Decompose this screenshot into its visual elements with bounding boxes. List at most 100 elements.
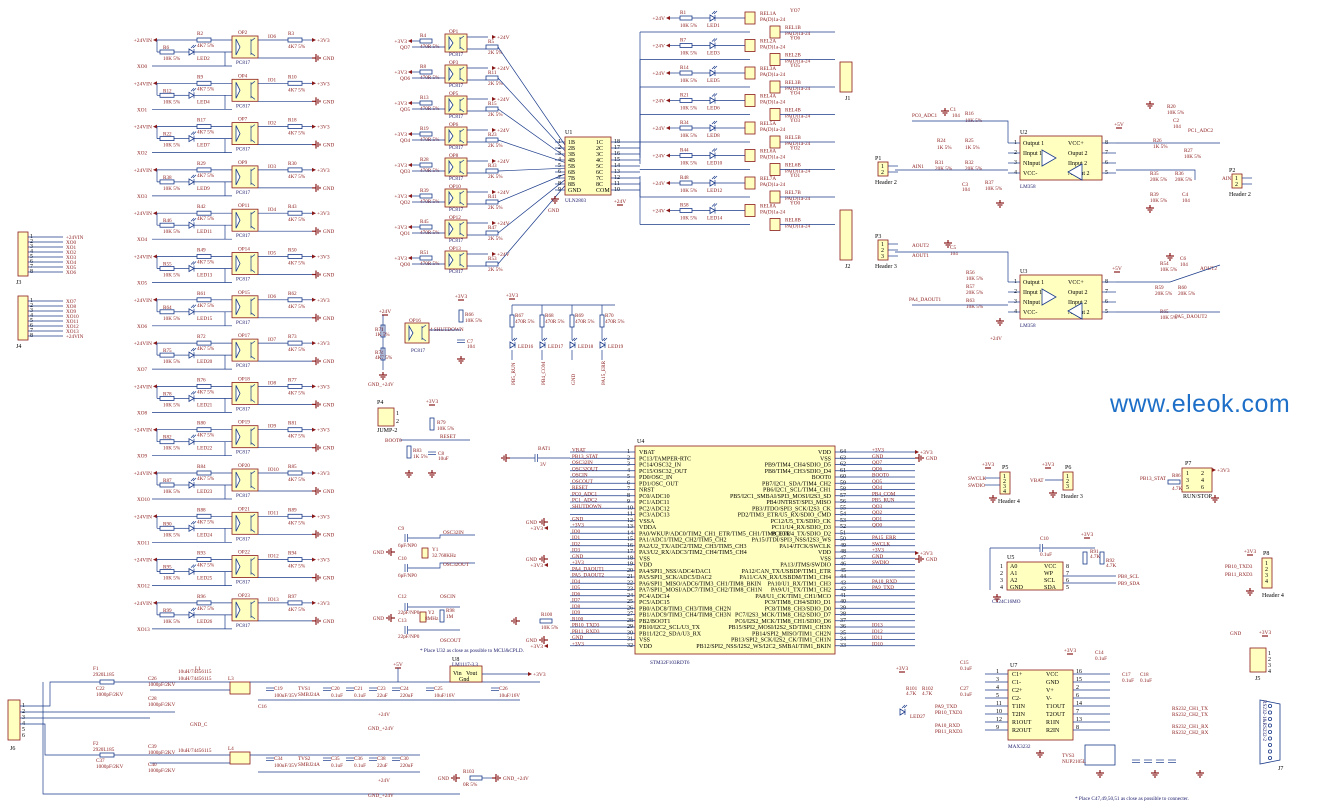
ground-symbol: GND xyxy=(312,573,334,582)
relay-part: PA(D)1a-24 xyxy=(760,99,786,106)
resistor xyxy=(485,137,499,143)
resistor-value: 470R 5% xyxy=(605,319,625,325)
resistor-value: 470R 5% xyxy=(545,319,565,325)
rs232-net: PB11_RXD3 xyxy=(935,729,963,735)
analog-label: AOUT1 xyxy=(912,253,929,259)
eeprom-section: C100.1uF+3V3R914.7KR924.7KU5CS24C16MOA01… xyxy=(989,532,1140,605)
resistor xyxy=(419,193,433,199)
input-net: XO7 xyxy=(137,367,147,373)
resistor xyxy=(196,254,212,259)
swd-net: SWDIO xyxy=(968,483,985,489)
relay-contact xyxy=(769,163,781,176)
resistor-value: 4K7 5% xyxy=(288,217,306,223)
opto-led xyxy=(235,255,241,272)
ground-symbol: GND xyxy=(312,183,334,192)
resistor xyxy=(599,314,605,328)
resistor-ref: R68 xyxy=(545,313,554,319)
pin-net: QO5 xyxy=(872,479,882,485)
scl-net: PB8_SCL xyxy=(1118,574,1139,580)
resistor-value: 4.7K xyxy=(906,691,916,697)
pin-label: T1OUT xyxy=(1046,704,1065,710)
power-port: +5V xyxy=(1112,266,1122,273)
resistor-ref: R6 xyxy=(163,45,169,51)
power-port: +3V3 xyxy=(915,450,933,456)
optocoupler-body xyxy=(444,188,468,208)
power-port: +24VIN xyxy=(134,297,157,304)
power-arrow xyxy=(312,514,316,519)
resistor-value: 4.7K 5% xyxy=(1172,486,1191,492)
cap-ref: C16 xyxy=(258,704,267,710)
optocoupler xyxy=(231,165,259,189)
power-label: +3V3 xyxy=(317,168,330,174)
pin-label: PB5/I2C1_SMBAI/SPI3_MOSI/I2S3_SD xyxy=(730,494,832,500)
ground-label: GND xyxy=(323,273,334,279)
wire xyxy=(497,179,566,234)
connector-ref: P7 xyxy=(1185,461,1191,467)
input-net: XO10 xyxy=(137,497,150,503)
placement-note: * Place C47,49,50,51 as close as possibl… xyxy=(1075,796,1189,802)
capacitor xyxy=(369,757,377,761)
analog-label: PA4_DAOUT1 xyxy=(909,297,941,303)
resistor-value: 4K7 5% xyxy=(197,519,215,525)
power-label: +3V3 xyxy=(1244,549,1257,555)
power-port: +3V3 xyxy=(506,293,519,300)
pin-label: VSS xyxy=(820,456,831,462)
power-arrow xyxy=(153,38,157,42)
analog-label: C3 xyxy=(962,182,968,188)
capacitor xyxy=(1039,544,1043,552)
analog-label: 10K 5% xyxy=(1167,110,1185,116)
optocoupler-body xyxy=(231,122,259,145)
ground-symbol xyxy=(944,240,952,248)
power-label: +24VIN xyxy=(134,125,152,131)
opto-collector xyxy=(459,35,465,40)
rs232-net: PA10_RXD xyxy=(935,723,960,729)
ground-symbol: GND xyxy=(312,313,334,322)
ground-symbol xyxy=(457,356,465,364)
power-label: +3V3 xyxy=(982,462,995,468)
ic-part: ULN2803 xyxy=(565,198,586,204)
analog-label: C1 xyxy=(950,107,956,113)
pin-label: IInput 1 xyxy=(1023,151,1042,157)
resistor xyxy=(485,230,499,236)
resistor xyxy=(679,43,693,48)
optocoupler-body xyxy=(444,126,468,146)
cap-label: C15 xyxy=(960,660,969,666)
power-label: +5V xyxy=(393,662,403,668)
resistor xyxy=(439,609,445,623)
pin-label: R1OUT xyxy=(1012,720,1032,726)
relay-coil xyxy=(744,94,756,107)
connector-ref: P5 xyxy=(1002,465,1008,471)
opto-collector xyxy=(250,514,256,518)
power-port: +3V3 xyxy=(312,427,330,434)
resistor xyxy=(159,92,175,98)
opto-led xyxy=(448,221,454,237)
output-net: IO8 xyxy=(268,380,276,386)
power-arrow xyxy=(408,39,412,43)
pin-label: T1IN xyxy=(1012,704,1026,710)
connector-body xyxy=(7,699,21,741)
resistor-ref: R92 xyxy=(1106,558,1115,564)
opto-led xyxy=(235,428,241,445)
pin-label: PA15/JTDI/SPI3_NSS/I2S3_WS xyxy=(752,538,831,544)
pin-label: PB9/TIM4_CH4/SDIO_D5 xyxy=(765,463,831,469)
resistor-ref: R18 xyxy=(288,118,297,124)
led-triangle xyxy=(188,481,195,489)
led-ray xyxy=(713,120,718,125)
ic-body xyxy=(1019,135,1103,181)
power-arrow xyxy=(312,600,316,605)
opto-emitter xyxy=(250,139,256,143)
opto-ref: OP18 xyxy=(238,376,250,382)
led-symbol xyxy=(709,38,718,50)
relay-part: PA(D)1a-24 xyxy=(760,181,786,188)
wire xyxy=(408,562,475,569)
pin-label: PA9/U1_TX/TIM1_CH2 xyxy=(771,588,831,594)
opto-ref: OP12 xyxy=(449,215,461,221)
pin-label: PC15/OSC32_OUT xyxy=(639,469,687,475)
pin-net: SWCLK xyxy=(872,541,890,547)
crystal-body xyxy=(421,547,429,559)
